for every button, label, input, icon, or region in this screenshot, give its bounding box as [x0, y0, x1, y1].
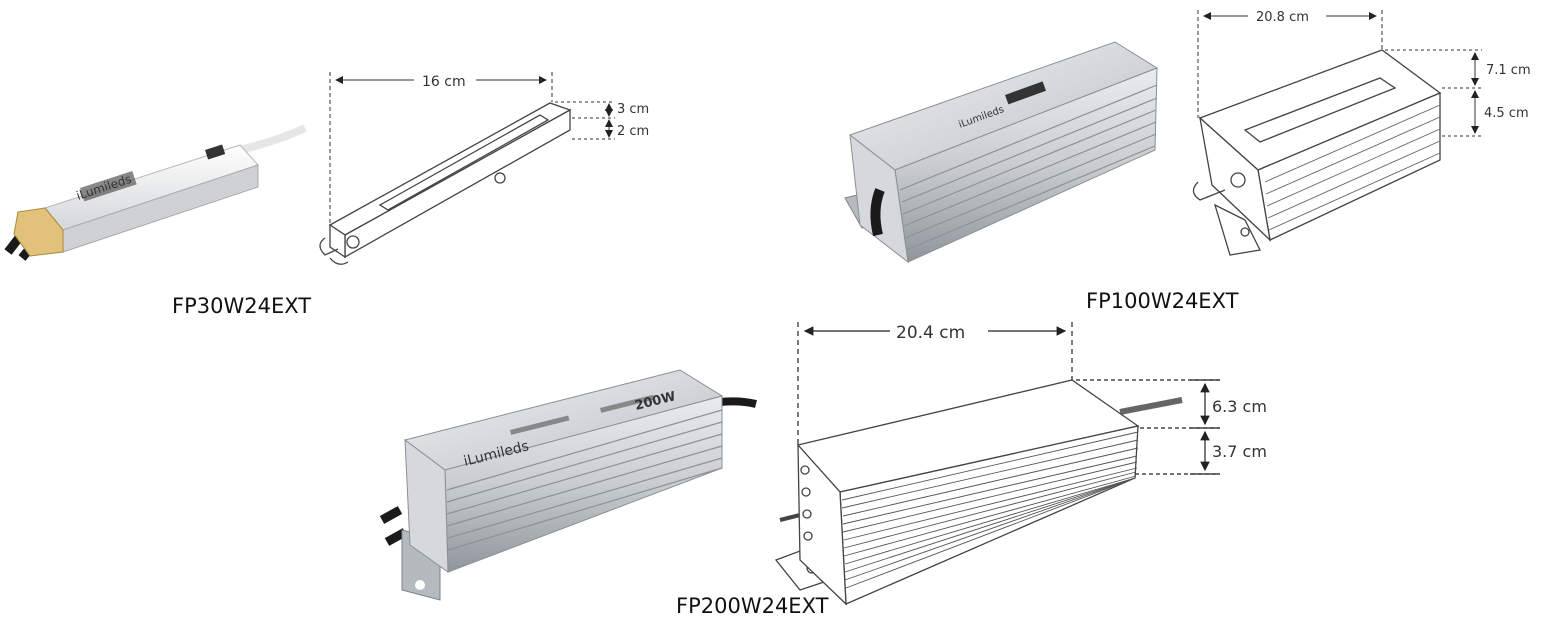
fp100-model-label: FP100W24EXT — [1086, 289, 1239, 313]
fp30-height-top-label: 3 cm — [617, 102, 649, 117]
fp200-height-top-label: 6.3 cm — [1212, 397, 1267, 416]
fp100-height-top-label: 7.1 cm — [1486, 63, 1531, 78]
fp30-model-label: FP30W24EXT — [172, 294, 312, 318]
fp30-length-label: 16 cm — [422, 74, 466, 90]
fp30-dimension-lines — [329, 72, 615, 225]
fp100-length-label: 20.8 cm — [1256, 10, 1309, 25]
fp100-height-bottom-label: 4.5 cm — [1484, 106, 1529, 121]
fp100-dimension-lines — [1197, 10, 1482, 137]
fp200-length-label: 20.4 cm — [896, 323, 965, 343]
fp200-dimension-lines — [797, 322, 1220, 475]
fp100-product-photo — [844, 41, 1159, 264]
fp200-line-drawing — [774, 379, 1183, 606]
fp30-product-photo — [4, 124, 307, 261]
fp100-line-drawing — [1192, 49, 1442, 256]
fp30-line-drawing — [319, 102, 572, 265]
fp200-product-photo — [379, 369, 757, 601]
fp200-model-label: FP200W24EXT — [676, 594, 829, 618]
fp30-height-bottom-label: 2 cm — [617, 124, 649, 139]
fp200-height-bottom-label: 3.7 cm — [1212, 442, 1267, 461]
